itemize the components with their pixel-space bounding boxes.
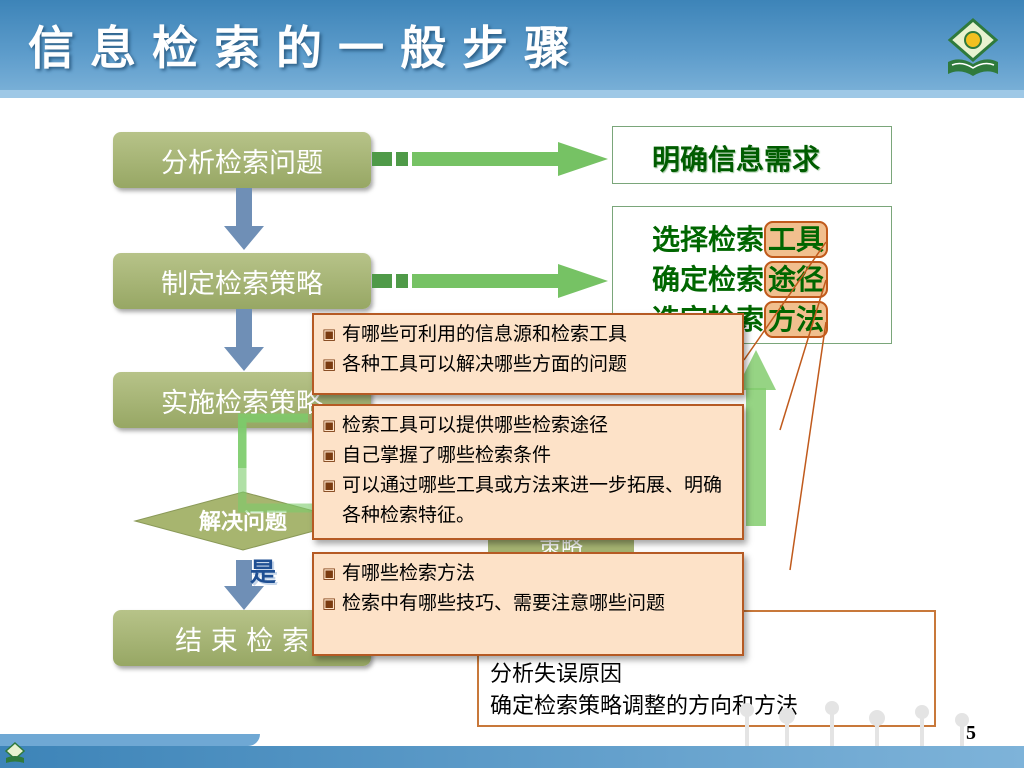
school-logo-icon xyxy=(947,18,999,76)
down-arrow-3 xyxy=(224,560,264,610)
page-title: 信息检索的一般步骤 xyxy=(28,21,586,75)
yes-label: 是 xyxy=(250,558,277,588)
popup-paths-text: 可以通过哪些工具或方法来进一步拓展、明确各种检索特征。 xyxy=(342,474,723,526)
feedback-loop-arrow xyxy=(238,350,776,526)
popup-paths-text: 自己掌握了哪些检索条件 xyxy=(342,444,552,466)
square-bullet-icon: ▣ xyxy=(322,476,337,494)
popup-paths-item: ▣ 检索工具可以提供哪些检索途径 xyxy=(322,410,734,440)
footer-bar xyxy=(0,734,1024,768)
step-analyze-problem[interactable]: 分析检索问题 xyxy=(113,132,371,188)
popup-methods: ▣ 有哪些检索方法 ▣ 检索中有哪些技巧、需要注意哪些问题 xyxy=(312,552,744,656)
plant-decoration-icon xyxy=(740,701,969,750)
connector-lines xyxy=(743,241,827,571)
header-stripe xyxy=(0,90,1024,98)
popup-methods-item: ▣ 检索中有哪些技巧、需要注意哪些问题 xyxy=(322,588,734,618)
popup-tools: ▣ 有哪些可利用的信息源和检索工具 ▣ 各种工具可以解决哪些方面的问题 xyxy=(312,313,744,395)
step-make-strategy[interactable]: 制定检索策略 xyxy=(113,253,371,309)
square-bullet-icon: ▣ xyxy=(322,564,337,582)
outcome-line-tool: 选择检索工具 xyxy=(652,220,829,260)
step-strategy-label: 制定检索策略 xyxy=(161,268,323,300)
popup-tools-text: 有哪些可利用的信息源和检索工具 xyxy=(342,323,628,345)
square-bullet-icon: ▣ xyxy=(322,446,337,464)
page-number: 5 xyxy=(966,722,976,744)
step-finish-label: 结 束 检 索 xyxy=(175,625,309,657)
footer-logo-icon xyxy=(4,742,26,763)
right-arrow-strategy xyxy=(372,264,608,298)
right-arrow-need xyxy=(372,142,608,176)
square-bullet-icon: ▣ xyxy=(322,416,337,434)
popup-tools-text: 各种工具可以解决哪些方面的问题 xyxy=(342,353,628,375)
down-arrow-2 xyxy=(224,309,264,371)
outcome-need-box xyxy=(612,126,892,184)
popup-paths-item: ▣ 自己掌握了哪些检索条件 xyxy=(322,440,734,470)
footer-accent xyxy=(0,734,260,746)
down-arrow-1 xyxy=(224,188,264,250)
highlight-path[interactable]: 途径 xyxy=(764,261,829,298)
square-bullet-icon: ▣ xyxy=(322,355,337,373)
popup-paths-item: ▣ 可以通过哪些工具或方法来进一步拓展、明确各种检索特征。 xyxy=(322,470,734,530)
footer-strip xyxy=(0,746,1024,768)
popup-paths-text: 检索工具可以提供哪些检索途径 xyxy=(342,414,609,436)
square-bullet-icon: ▣ xyxy=(322,594,337,612)
popup-methods-item: ▣ 有哪些检索方法 xyxy=(322,558,734,588)
outcome-line-path-prefix: 确定检索 xyxy=(652,263,765,296)
header-bar xyxy=(0,0,1024,98)
outcome-need-text: 明确信息需求 xyxy=(652,143,821,176)
popup-tools-item: ▣ 有哪些可利用的信息源和检索工具 xyxy=(322,319,734,349)
note-line-1: 分析失误原因 xyxy=(490,662,623,687)
popup-methods-text: 有哪些检索方法 xyxy=(342,562,476,584)
decision-label: 解决问题 xyxy=(198,510,287,535)
outcome-line-path: 确定检索途径 xyxy=(652,260,829,300)
step-finish-search[interactable]: 结 束 检 索 xyxy=(113,610,371,666)
highlight-tool[interactable]: 工具 xyxy=(764,221,829,258)
popup-tools-item: ▣ 各种工具可以解决哪些方面的问题 xyxy=(322,349,734,379)
outcome-line-tool-prefix: 选择检索 xyxy=(652,223,765,256)
step-analyze-label: 分析检索问题 xyxy=(161,147,323,179)
popup-paths: ▣ 检索工具可以提供哪些检索途径 ▣ 自己掌握了哪些检索条件 ▣ 可以通过哪些工具或方… xyxy=(312,404,744,540)
popup-methods-text: 检索中有哪些技巧、需要注意哪些问题 xyxy=(342,592,666,614)
step-implement-label: 实施检索策略 xyxy=(161,387,323,419)
square-bullet-icon: ▣ xyxy=(322,325,337,343)
